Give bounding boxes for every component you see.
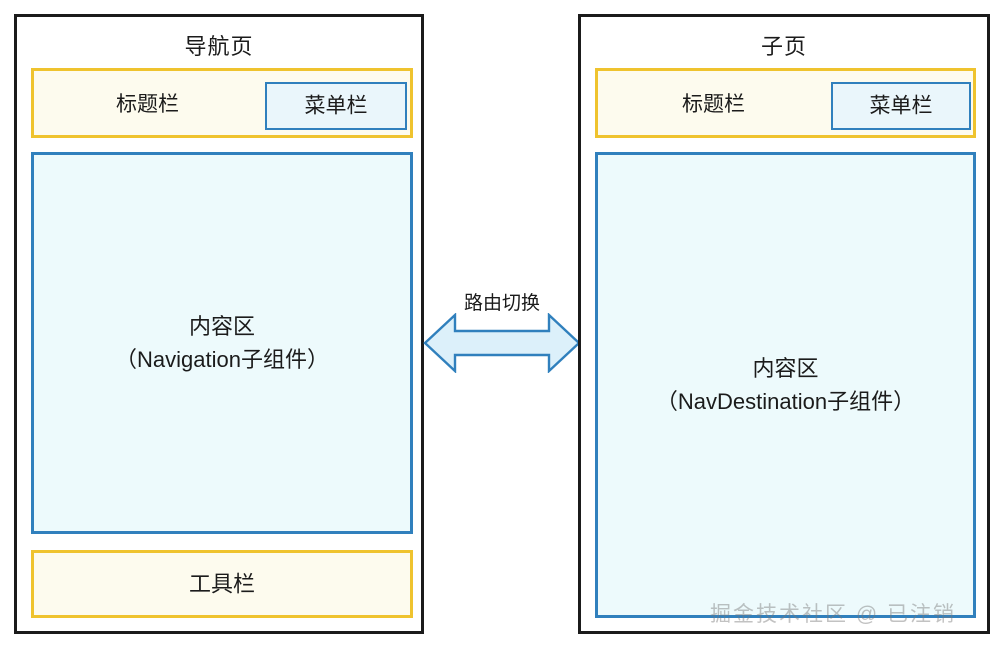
- tool-bar-label-left: 工具栏: [188, 571, 255, 597]
- panel-title-navigation-page: 导航页: [184, 34, 254, 59]
- menu-bar-right[interactable]: 菜单栏: [831, 82, 971, 130]
- title-bar-label-left: 标题栏: [116, 93, 179, 116]
- panel-title-sub-page: 子页: [760, 34, 807, 59]
- content-area-label-left: 内容区 （Navigation子组件）: [34, 310, 410, 376]
- panel-sub-page: 子页 标题栏 菜单栏 内容区 （NavDestination子组件）: [578, 14, 990, 634]
- connector-label: 路由切换: [463, 293, 540, 314]
- menu-bar-left[interactable]: 菜单栏: [265, 82, 407, 130]
- content-area-line1-left: 内容区: [188, 314, 255, 339]
- content-area-line1-right: 内容区: [752, 356, 819, 381]
- content-area-line2-left: （Navigation子组件）: [115, 347, 329, 372]
- content-area-left: 内容区 （Navigation子组件）: [31, 152, 413, 534]
- title-bar-right: 标题栏 菜单栏: [595, 68, 976, 138]
- title-bar-label-right: 标题栏: [682, 93, 745, 116]
- panel-navigation-page: 导航页 标题栏 菜单栏 内容区 （Navigation子组件） 工具栏: [14, 14, 424, 634]
- menu-bar-label-left: 菜单栏: [304, 94, 368, 118]
- content-area-right: 内容区 （NavDestination子组件）: [595, 152, 976, 618]
- double-arrow-icon: [423, 313, 581, 373]
- content-area-line2-right: （NavDestination子组件）: [655, 389, 916, 414]
- tool-bar-left: 工具栏: [31, 550, 413, 618]
- content-area-label-right: 内容区 （NavDestination子组件）: [598, 352, 973, 418]
- menu-bar-label-right: 菜单栏: [869, 94, 933, 118]
- title-bar-left: 标题栏 菜单栏: [31, 68, 413, 138]
